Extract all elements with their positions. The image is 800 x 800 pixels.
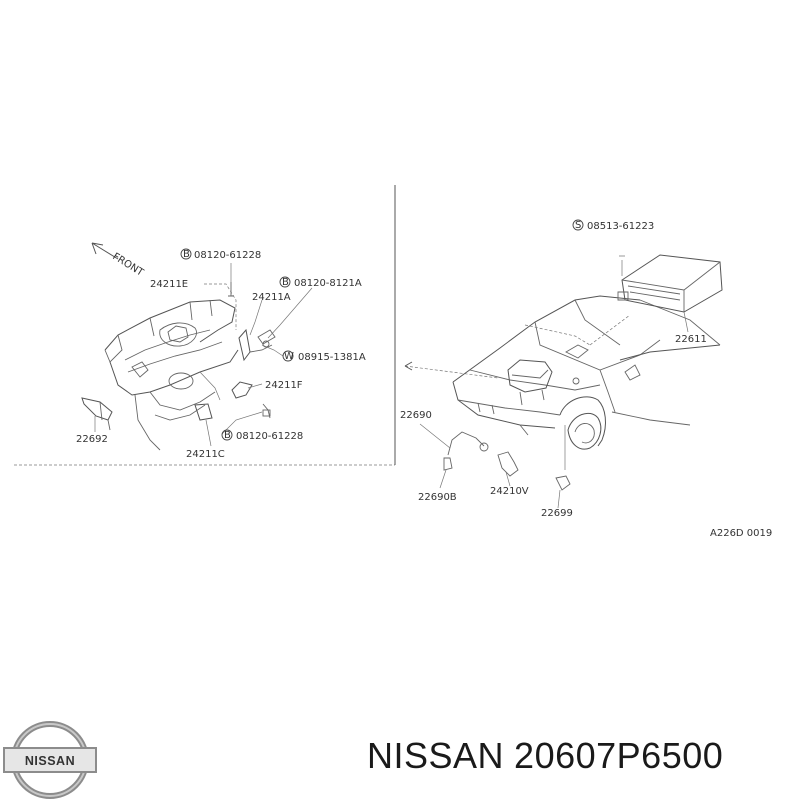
- label-08915-1381a: 08915-1381A: [298, 352, 366, 363]
- callout-screw: S 08513-61223: [572, 219, 654, 232]
- callout-bolt-top: B 08120-61228: [180, 248, 261, 261]
- bolt-type-b-top: B: [183, 249, 190, 260]
- label-22611: 22611: [675, 334, 707, 345]
- bolt-type-b-bottom: B: [224, 430, 231, 441]
- washer-type-w: W: [284, 351, 294, 362]
- label-24211e: 24211E: [150, 279, 188, 290]
- label-24211c: 24211C: [186, 449, 225, 460]
- label-08120-61228-bottom: 08120-61228: [236, 431, 303, 442]
- engine-illustration: [81, 282, 276, 451]
- label-22690b: 22690B: [418, 492, 457, 503]
- label-08120-8121a: 08120-8121A: [294, 278, 362, 289]
- car-illustration: [452, 295, 721, 450]
- label-08513-61223: 08513-61223: [587, 221, 654, 232]
- part-number: 20607P6500: [514, 735, 724, 776]
- nissan-logo: NISSAN: [3, 721, 97, 799]
- callout-bolt-right: B 08120-8121A: [279, 276, 362, 289]
- control-unit: [617, 254, 723, 313]
- label-08120-61228-top: 08120-61228: [194, 250, 261, 261]
- label-24211a: 24211A: [252, 292, 291, 303]
- left-leader-lines: [94, 263, 313, 447]
- front-arrow: FRONT: [91, 242, 146, 279]
- callout-bolt-bottom: B 08120-61228: [221, 429, 303, 442]
- right-leader-lines: [404, 311, 689, 509]
- label-24210v: 24210V: [490, 486, 529, 497]
- brand-name: NISSAN: [367, 735, 505, 776]
- label-24211f: 24211F: [265, 380, 303, 391]
- screw-type-s: S: [575, 220, 581, 231]
- bolt-type-b-right: B: [282, 277, 289, 288]
- callout-washer: W 08915-1381A: [282, 350, 366, 363]
- label-22692: 22692: [76, 434, 108, 445]
- label-22699: 22699: [541, 508, 573, 519]
- front-label: FRONT: [110, 251, 146, 279]
- drawing-code: A226D 0019: [710, 528, 772, 539]
- label-22690: 22690: [400, 410, 432, 421]
- sensor-harness: [443, 425, 571, 491]
- logo-wordmark: NISSAN: [25, 754, 75, 768]
